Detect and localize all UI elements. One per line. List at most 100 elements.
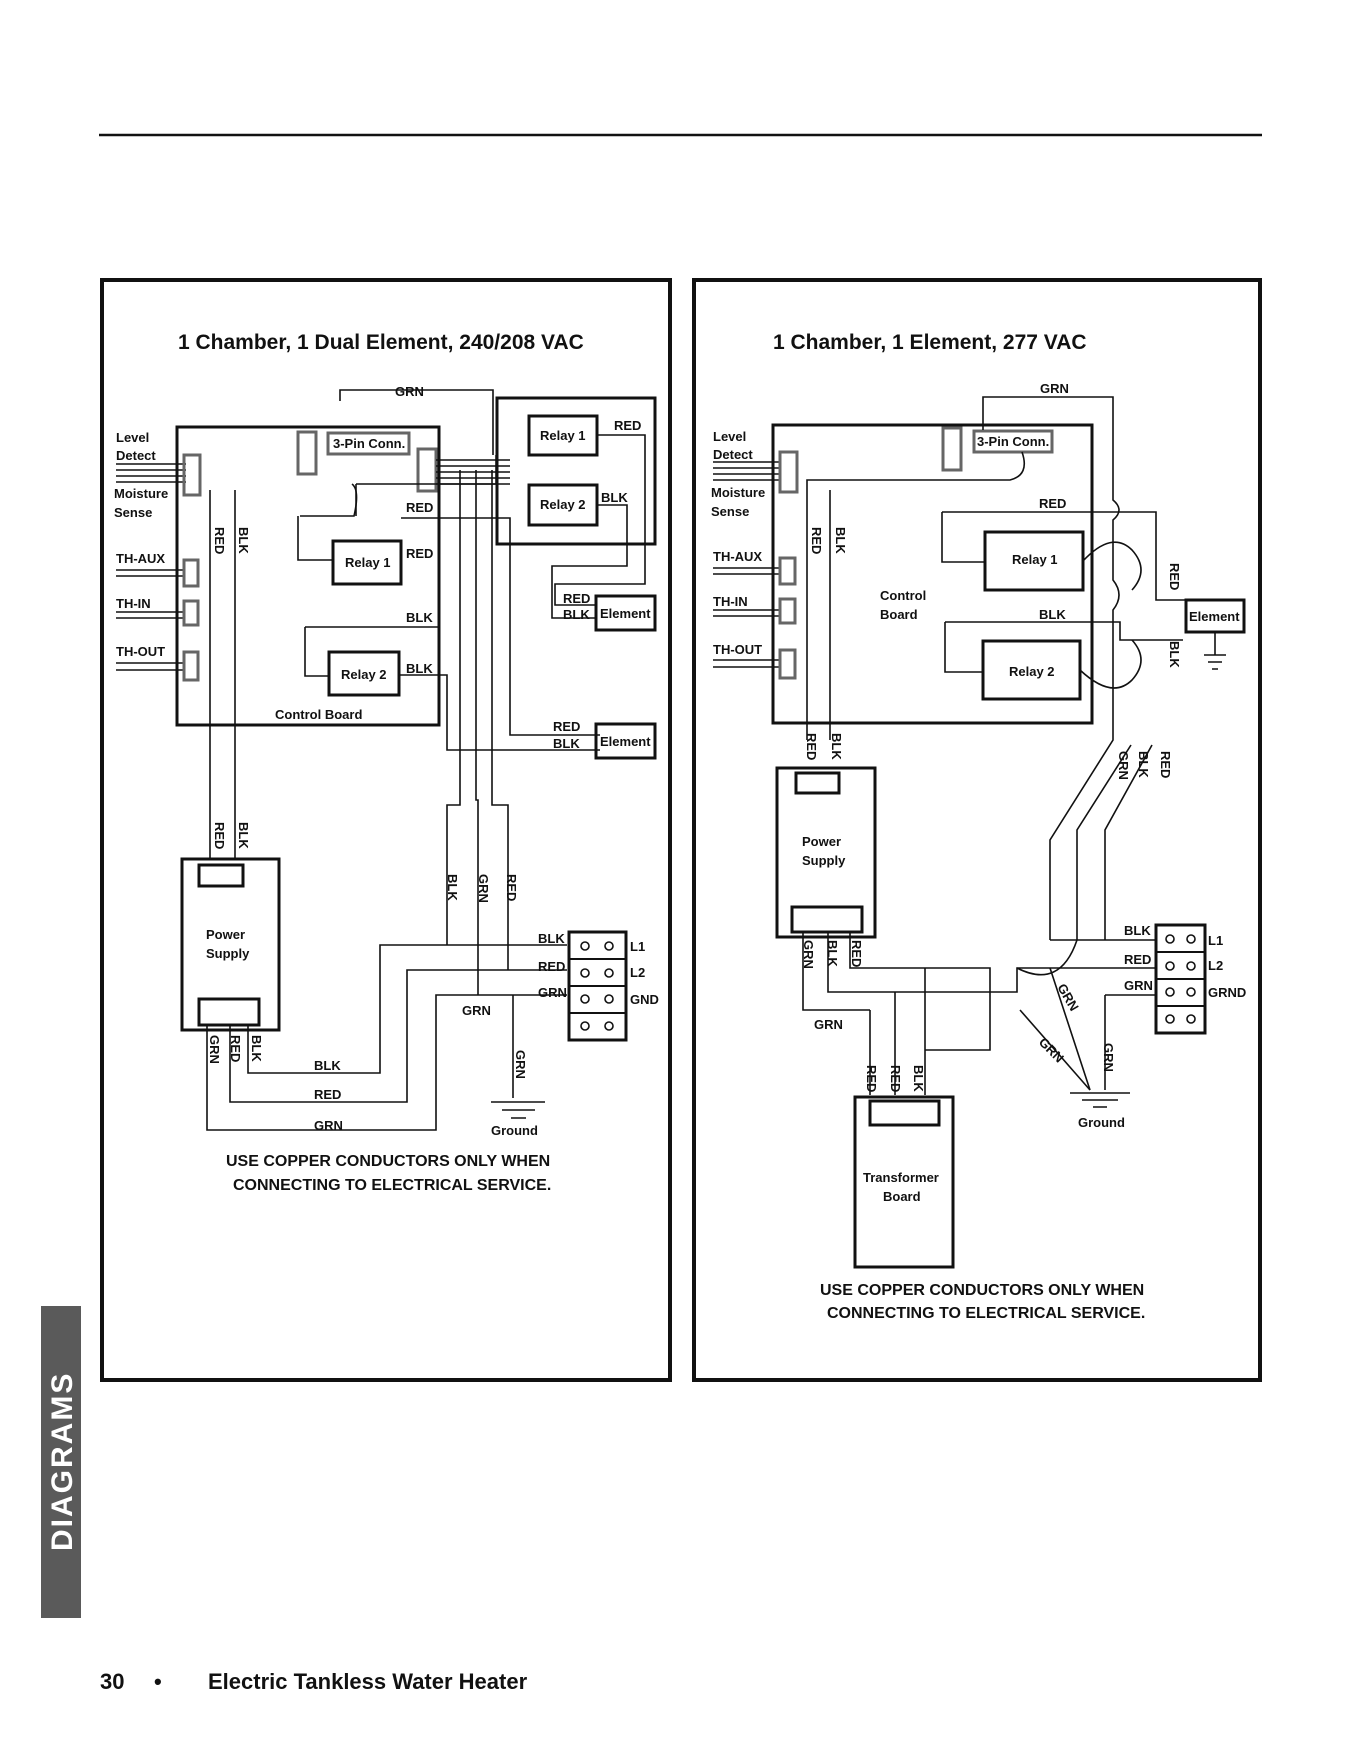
power-supply-label: Supply [802,853,846,868]
control-board-label: Control Board [275,707,362,722]
wire-grn-label: GRN [476,874,491,903]
th-in-label: TH-IN [713,594,748,609]
ground-label: Ground [491,1123,538,1138]
element-label: Element [1189,609,1240,624]
footer: 30 • Electric Tankless Water Heater [100,1669,528,1694]
wire-grn-label: GRN [538,985,567,1000]
wire-red-label: RED [212,527,227,554]
element-1-left [594,594,657,632]
relay2-label: Relay 2 [1009,664,1055,679]
wire-blk-label: BLK [1124,923,1151,938]
terminal-l1-label: L1 [1208,933,1223,948]
wire-red-label: RED [406,546,433,561]
wire-grn-label: GRN [1124,978,1153,993]
wire-grn-label: GRN [814,1017,843,1032]
wire-red-label: RED [1039,496,1066,511]
power-supply-label: Supply [206,946,250,961]
wire-blk-label: BLK [236,527,251,554]
wire-red-label: RED [1167,563,1182,590]
wire-red-label: RED [212,822,227,849]
control-board-label: Control [880,588,926,603]
wire-grn-label: GRN [1101,1043,1116,1072]
power-supply-right [775,766,877,939]
wire-red-label: RED [864,1065,879,1092]
wire-blk-label: BLK [1167,641,1182,668]
level-label: Level [713,429,746,444]
relay1-label: Relay 1 [1012,552,1058,567]
relay1-left [331,539,403,586]
relay2-left [327,650,401,697]
wire-grn-label: GRN [207,1035,222,1064]
terminal-gnd-label: GND [630,992,659,1007]
copper-note-line2: CONNECTING TO ELECTRICAL SERVICE. [233,1177,551,1194]
terminal-block-left [567,930,628,1042]
detect-label: Detect [116,448,156,463]
diagram-left: 1 Chamber, 1 Dual Element, 240/208 VAC L… [100,278,672,1382]
wire-red-label: RED [314,1087,341,1102]
footer-bullet: • [154,1669,162,1694]
wire-grn-label: GRN [513,1050,528,1079]
wire-grn-label: GRN [1054,981,1081,1014]
relay1-label: Relay 1 [345,555,391,570]
wire-blk-label: BLK [406,661,433,676]
relay-box-left [495,396,657,546]
th-out-label: TH-OUT [116,644,165,659]
transformer-board [853,1095,955,1269]
copper-note-line2: CONNECTING TO ELECTRICAL SERVICE. [827,1305,1145,1322]
copper-note-line1: USE COPPER CONDUCTORS ONLY WHEN [820,1282,1144,1299]
ground-symbol-left [491,1101,545,1119]
terminal-l2-label: L2 [630,965,645,980]
control-board-label: Board [880,607,918,622]
wire-blk-label: BLK [829,733,844,760]
relay2-label: Relay 2 [540,497,586,512]
wire-blk-label: BLK [553,736,580,751]
moisture-label: Moisture [711,485,765,500]
terminal-block-right [1154,923,1207,1035]
wire-grn-label: GRN [801,940,816,969]
ground-label: Ground [1078,1115,1125,1130]
wire-red-label: RED [228,1035,243,1062]
element-label: Element [600,606,651,621]
relay2-label: Relay 2 [341,667,387,682]
wire-red-label: RED [888,1065,903,1092]
page-number: 30 [100,1669,124,1694]
wire-red-label: RED [809,527,824,554]
diagram-left-title: 1 Chamber, 1 Dual Element, 240/208 VAC [178,331,584,354]
wire-red-label: RED [538,959,565,974]
wire-blk-label: BLK [538,931,565,946]
wire-red-label: RED [504,874,519,901]
diagram-right: 1 Chamber, 1 Element, 277 VAC Level Dete… [692,278,1262,1382]
wire-red-label: RED [614,418,641,433]
th-out-label: TH-OUT [713,642,762,657]
wire-red-label: RED [553,719,580,734]
wire-red-label: RED [804,733,819,760]
wire-blk-label: BLK [236,822,251,849]
wire-red-label: RED [406,500,433,515]
wire-blk-label: BLK [314,1058,341,1073]
control-board-left [175,425,441,727]
wire-grn-label: GRN [314,1118,343,1133]
wire-red-label: RED [1124,952,1151,967]
terminal-l1-label: L1 [630,939,645,954]
element-2-left [594,722,657,760]
side-tab-label: DIAGRAMS [46,1372,79,1551]
side-tab: DIAGRAMS [41,1306,81,1618]
transformer-label: Board [883,1189,921,1204]
power-supply-label: Power [802,834,841,849]
wire-blk-label: BLK [601,490,628,505]
th-in-label: TH-IN [116,596,151,611]
diagram-right-title: 1 Chamber, 1 Element, 277 VAC [773,331,1087,354]
wire-grn-label: GRN [1036,1035,1067,1066]
transformer-label: Transformer [863,1170,939,1185]
wire-grn-label: GRN [462,1003,491,1018]
wire-grn-label: GRN [395,384,424,399]
power-supply-label: Power [206,927,245,942]
terminal-grnd-label: GRND [1208,985,1246,1000]
wire-grn-label: GRN [1116,751,1131,780]
three-pin-conn-label: 3-Pin Conn. [977,434,1049,449]
detect-label: Detect [713,447,753,462]
wire-red-label: RED [849,940,864,967]
wire-blk-label: BLK [911,1065,926,1092]
control-board-right [771,423,1094,725]
